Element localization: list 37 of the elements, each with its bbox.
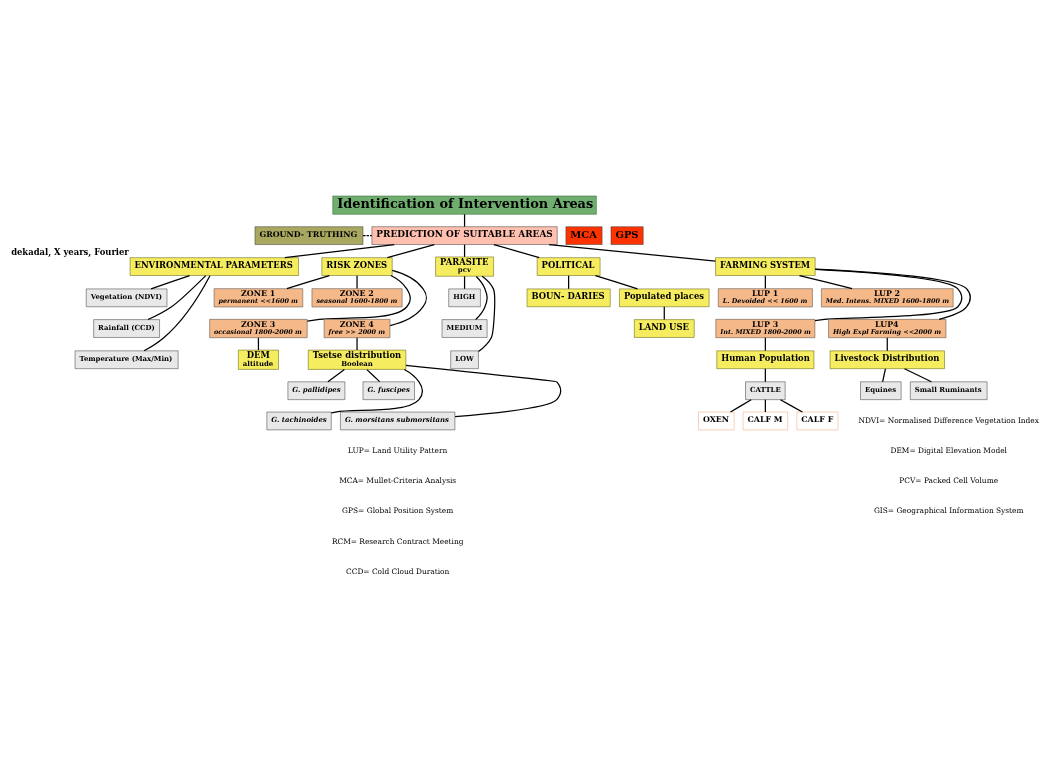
connector <box>362 234 373 236</box>
node-box: ENVIRONMENTAL PARAMETERS <box>129 256 299 276</box>
node-box: POLITICAL <box>536 256 601 276</box>
connector <box>475 275 488 320</box>
connector <box>548 243 717 262</box>
connector <box>493 243 540 258</box>
node-box: Identification of Intervention Areas <box>332 195 597 215</box>
node-box: GPS <box>610 225 644 245</box>
connector <box>386 243 435 258</box>
connector <box>389 269 428 326</box>
connector <box>729 398 752 413</box>
connector <box>147 274 207 320</box>
node-box: Populated places <box>619 288 710 307</box>
connector <box>356 274 358 289</box>
connector <box>594 274 639 289</box>
connector <box>356 336 358 351</box>
node-label: dekadal, X years, Fourier <box>11 246 129 257</box>
connector <box>366 368 381 382</box>
connector <box>143 274 211 351</box>
connector <box>405 364 562 417</box>
node-box: RISK ZONES <box>321 256 393 276</box>
connector <box>477 275 496 352</box>
connector <box>882 367 887 382</box>
node-box: PREDICTION OF SUITABLE AREAS <box>371 225 558 245</box>
node-box: Livestock Distribution <box>829 350 945 369</box>
node-box: MCA <box>565 225 603 245</box>
connector <box>327 368 345 382</box>
connector <box>330 368 424 413</box>
connector <box>306 274 411 322</box>
connector <box>798 274 853 289</box>
node-box: Human Population <box>716 350 815 369</box>
connector <box>779 398 803 413</box>
connector <box>284 243 395 258</box>
connector <box>286 274 331 289</box>
node-box: BOUN- DARIES <box>526 288 611 307</box>
node-box: FARMING SYSTEM <box>715 256 816 276</box>
node-box: LAND USE <box>634 318 695 338</box>
